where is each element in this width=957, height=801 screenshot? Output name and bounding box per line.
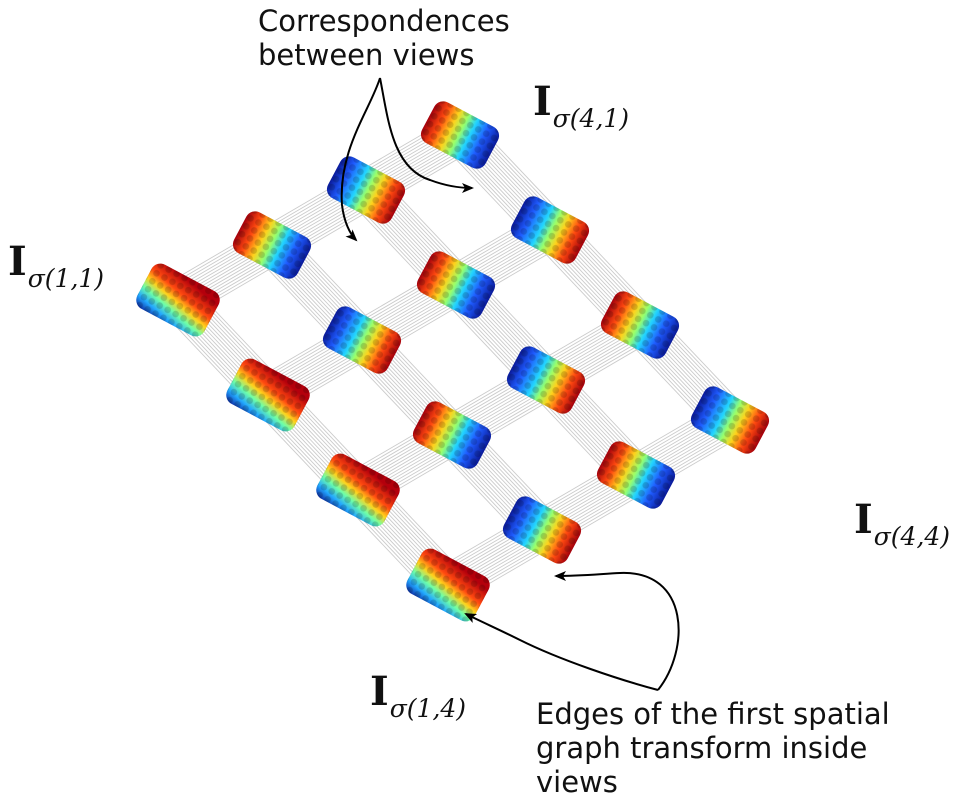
view-node-3-3 bbox=[506, 346, 586, 414]
annotation-correspondences: Correspondences between views bbox=[258, 4, 510, 72]
view-block-texture bbox=[232, 211, 312, 279]
view-node-1-4 bbox=[406, 548, 490, 622]
view-node-4-3 bbox=[600, 291, 680, 359]
view-node-2-1 bbox=[232, 211, 312, 279]
annotation-correspondences-line2: between views bbox=[258, 38, 475, 72]
view-block-texture bbox=[690, 386, 770, 454]
arrow-edges-2 bbox=[464, 613, 659, 691]
annotation-spatial-edges-line3: views bbox=[536, 765, 618, 799]
view-block-texture bbox=[326, 156, 406, 224]
label-view-1-4-main: I bbox=[370, 668, 389, 715]
view-block-texture bbox=[420, 101, 500, 169]
view-block-texture bbox=[596, 441, 676, 509]
label-view-1-1: Iσ(1,1) bbox=[8, 238, 104, 293]
annotation-spatial-edges-line1: Edges of the first spatial bbox=[536, 697, 890, 731]
view-block-texture bbox=[600, 291, 680, 359]
view-block-texture bbox=[136, 263, 220, 337]
label-view-4-4-main: I bbox=[854, 496, 873, 543]
label-view-1-4-sub: σ(1,4) bbox=[389, 694, 467, 723]
annotation-correspondences-line1: Correspondences bbox=[258, 4, 510, 38]
view-block-texture bbox=[412, 401, 492, 469]
view-node-1-2 bbox=[226, 358, 310, 432]
label-view-4-1: Iσ(4,1) bbox=[533, 78, 629, 133]
label-view-4-4: Iσ(4,4) bbox=[854, 496, 950, 551]
view-node-1-1 bbox=[136, 263, 220, 337]
label-view-1-1-main: I bbox=[8, 238, 27, 285]
view-block-texture bbox=[226, 358, 310, 432]
view-node-3-4 bbox=[596, 441, 676, 509]
annotation-arrows bbox=[340, 77, 680, 691]
label-view-4-1-main: I bbox=[533, 78, 552, 125]
view-block-texture bbox=[316, 453, 400, 527]
arrow-edges-1 bbox=[554, 570, 680, 691]
label-view-1-4: Iσ(1,4) bbox=[370, 668, 466, 723]
annotation-spatial-edges: Edges of the first spatial graph transfo… bbox=[536, 697, 890, 799]
view-block-texture bbox=[510, 196, 590, 264]
arrow-correspondence-2 bbox=[379, 77, 474, 193]
view-node-3-2 bbox=[416, 251, 496, 319]
label-view-4-4-sub: σ(4,4) bbox=[873, 522, 951, 551]
view-node-3-1 bbox=[326, 156, 406, 224]
view-node-4-1 bbox=[420, 101, 500, 169]
arrow-correspondence-1 bbox=[340, 77, 381, 242]
label-view-1-1-sub: σ(1,1) bbox=[27, 264, 105, 293]
view-node-2-2 bbox=[322, 306, 402, 374]
view-block-texture bbox=[406, 548, 490, 622]
view-node-4-4 bbox=[690, 386, 770, 454]
view-node-2-3 bbox=[412, 401, 492, 469]
view-block-texture bbox=[416, 251, 496, 319]
view-node-2-4 bbox=[502, 496, 582, 564]
view-node-4-2 bbox=[510, 196, 590, 264]
view-block-texture bbox=[506, 346, 586, 414]
view-node-1-3 bbox=[316, 453, 400, 527]
annotation-spatial-edges-line2: graph transform inside bbox=[536, 731, 868, 765]
view-block-texture bbox=[322, 306, 402, 374]
view-block-texture bbox=[502, 496, 582, 564]
view-nodes bbox=[136, 101, 770, 622]
label-view-4-1-sub: σ(4,1) bbox=[552, 104, 630, 133]
